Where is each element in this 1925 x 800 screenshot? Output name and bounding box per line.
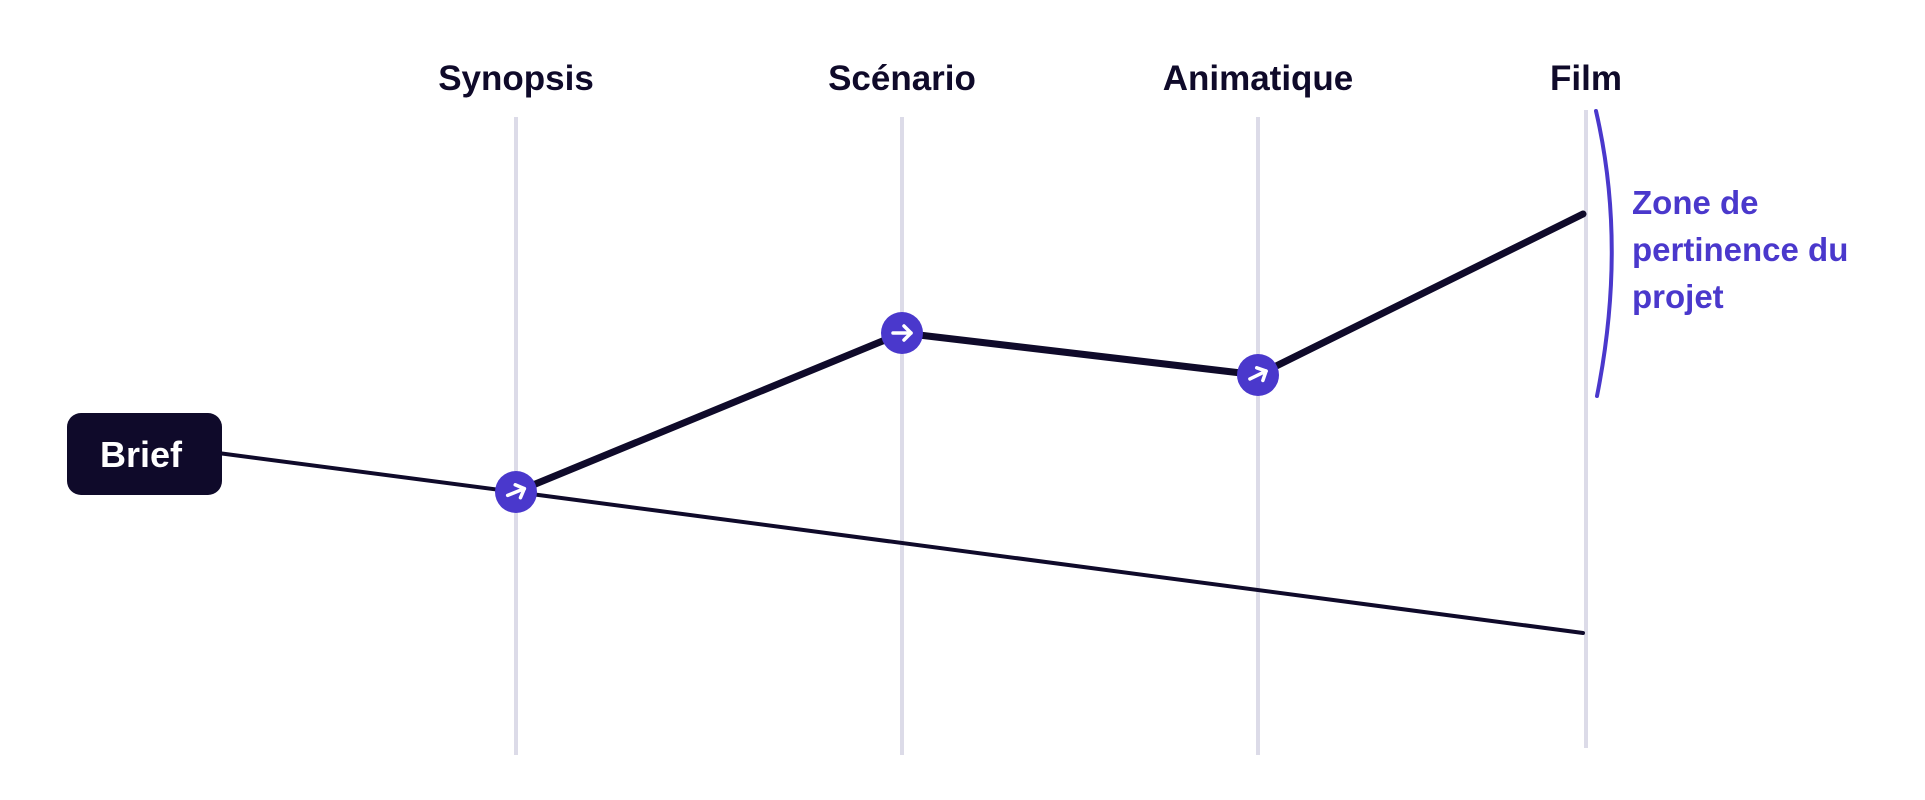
stage-guides xyxy=(514,110,1588,755)
relevance-zone-label: Zone de pertinence du projet xyxy=(1632,184,1848,315)
zone-label-line-3: projet xyxy=(1632,278,1724,315)
milestone-marker-scenario xyxy=(881,312,923,354)
stage-label-synopsis: Synopsis xyxy=(438,59,594,98)
brief-label: Brief xyxy=(100,434,183,475)
stage-label-scenario: Scénario xyxy=(828,59,976,98)
stage-labels: Synopsis Scénario Animatique Film xyxy=(438,59,1622,98)
brief-box xyxy=(67,413,222,495)
zone-label-line-1: Zone de xyxy=(1632,184,1759,221)
arrow-right-icon xyxy=(505,483,527,500)
corrected-path xyxy=(512,210,1587,496)
arrow-right-icon xyxy=(1248,366,1268,383)
milestone-marker-animatique xyxy=(1237,354,1279,396)
stage-label-film: Film xyxy=(1550,59,1622,98)
zone-label-line-2: pertinence du xyxy=(1632,231,1848,268)
brief-node: Brief xyxy=(67,413,222,495)
milestone-marker-synopsis xyxy=(495,471,537,513)
relevance-zone-bracket xyxy=(1594,109,1614,398)
stage-label-animatique: Animatique xyxy=(1163,59,1354,98)
arrow-right-icon xyxy=(891,324,913,342)
